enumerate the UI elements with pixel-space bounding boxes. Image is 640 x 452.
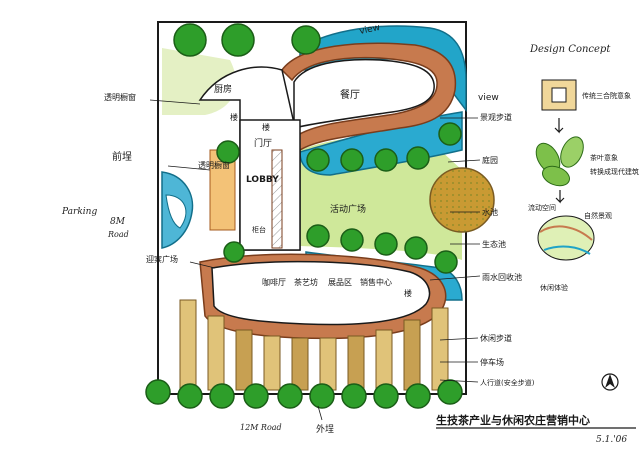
concept-note-4: 流动空间 [528,203,556,212]
label-lobby: LOBBY [246,175,279,185]
label-kitchen: 厨房 [214,83,232,95]
label-dining: 餐厅 [340,88,360,101]
concept-courtyard-sketch [541,79,577,111]
label-water-feature: 水池 [482,207,498,217]
concept-note-6: 休闲体验 [540,283,568,292]
concept-note-3: 转换成现代建筑 [590,167,639,176]
label-entrance-hall: 门厅 [254,137,272,149]
label-view-right: view [478,93,499,103]
lower-wing-building [211,260,431,326]
concept-note-5: 自然景观 [584,211,612,220]
lobby-block [239,119,301,251]
label-courtyard: 庭园 [482,155,498,165]
label-pavilion-window: 透明橱窗 [198,160,230,170]
label-counter: 柜台 [252,225,266,234]
drawing-date: 5.1.'06 [596,435,627,445]
label-view-deck: 景观步道 [480,112,512,122]
label-stairs-bottom: 楼 [404,288,412,298]
label-parking: Parking [61,207,97,217]
label-road-8m: 8M [110,217,126,227]
label-event-lawn: 活动广场 [330,203,366,215]
label-road-12m: 12M Road [240,423,282,432]
drawing-title: 生技茶产业与休闲农庄营销中心 [436,413,590,427]
label-tea-room: 茶艺坊 [294,277,318,287]
label-promenade: 休闲步道 [480,333,512,343]
pond-left-leaf [165,194,187,229]
label-rain-pool: 雨水回收池 [482,272,522,282]
concept-arrow-1 [554,118,564,134]
north-arrow-icon [601,373,619,391]
label-semi-open-window: 透明橱窗 [104,92,136,102]
label-right-ped: 人行道(安全步道) [480,378,535,387]
dining-building [293,58,435,129]
label-road: Road [107,230,129,239]
label-parking-lot: 停车场 [480,357,504,367]
label-entry-plaza: 迎宾广场 [146,254,178,264]
label-stairs-top: 楼 [230,112,238,122]
trees [145,23,463,409]
label-view-top: view [359,23,381,37]
label-gallery: 展品区 [328,278,352,287]
label-front-yard: 前埕 [112,150,132,163]
label-wetland: 生态池 [482,239,506,249]
concept-note-1: 传统三合院意象 [582,91,631,100]
label-cafe: 咖啡厅 [262,277,286,287]
label-outer-yard: 外埕 [316,423,334,435]
orchard-strips [179,299,449,391]
concept-note-2: 茶叶意象 [590,153,618,162]
leader-lines [149,99,481,421]
concept-flow-sketch [537,215,595,261]
design-concept-heading: Design Concept [529,44,611,55]
concept-leaf-sketch [535,136,584,187]
label-stairs-mid: 楼 [262,122,270,132]
wood-wall [271,149,283,249]
label-sales-center: 销售中心 [360,277,392,287]
concept-arrow-2 [555,190,565,204]
